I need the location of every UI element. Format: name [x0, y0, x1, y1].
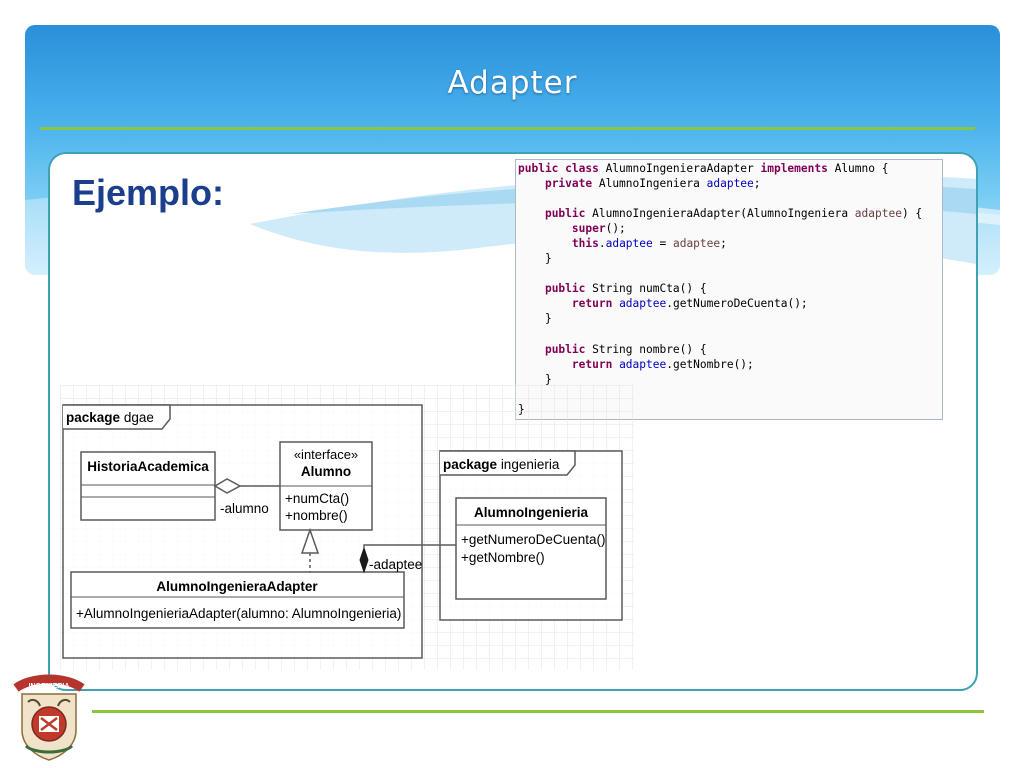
method-label: +getNumeroDeCuenta() — [461, 532, 605, 547]
method-label: +numCta() — [285, 491, 349, 506]
slide-heading: Ejemplo: — [72, 172, 225, 213]
code-line: } — [518, 312, 552, 326]
code-line: } — [518, 372, 552, 386]
title-underline — [40, 127, 975, 130]
code-token: adaptee — [706, 177, 754, 191]
composition-adaptee: -adaptee — [359, 544, 456, 574]
class-alumno-ingeniera-adapter: AlumnoIngenieraAdapter +AlumnoIngenieria… — [70, 571, 405, 629]
logo-text: INGENIERIA — [29, 683, 70, 690]
aggregation-alumno: -alumno — [213, 478, 280, 516]
code-line: public AlumnoIngenieraAdapter(AlumnoInge… — [544, 207, 923, 221]
svg-text:package dgae: package dgae — [66, 410, 154, 425]
code-token: public — [544, 342, 586, 356]
code-token: adaptee — [854, 207, 902, 221]
code-token: public — [544, 282, 586, 296]
role-label: -adaptee — [369, 557, 422, 572]
code-token: return — [571, 297, 613, 311]
code-token: adaptee — [619, 297, 667, 311]
code-line: this.adaptee = adaptee; — [571, 237, 727, 251]
slide-title: Adapter — [447, 65, 578, 101]
code-line — [518, 266, 942, 281]
code-token: public class — [518, 162, 599, 175]
code-token: super — [571, 222, 606, 236]
code-token: this — [571, 237, 599, 251]
role-label: -alumno — [220, 501, 269, 516]
code-listing: public class AlumnoIngenieraAdapter impl… — [515, 159, 943, 420]
code-line: private AlumnoIngeniera adaptee; — [544, 177, 761, 191]
realization-arrow — [300, 527, 320, 572]
class-alumno-ingenieria: AlumnoIngenieria +getNumeroDeCuenta() +g… — [455, 497, 607, 600]
code-line: return adaptee.getNombre(); — [571, 357, 754, 371]
footer-line — [92, 710, 984, 713]
class-historia-academica: HistoriaAcademica — [80, 451, 216, 521]
package-name: dgae — [124, 410, 154, 425]
code-token: private — [544, 177, 593, 191]
code-line: public String nombre() { — [544, 342, 707, 356]
code-line: public class AlumnoIngenieraAdapter impl… — [518, 162, 889, 175]
package-name: ingenieria — [501, 457, 560, 472]
code-token: return — [571, 357, 613, 371]
interface-alumno: «interface» Alumno +numCta() +nombre() — [279, 441, 373, 531]
code-token: adaptee — [672, 237, 721, 251]
class-name: Alumno — [301, 464, 351, 479]
class-name: AlumnoIngenieraAdapter — [156, 579, 318, 594]
code-line — [518, 191, 942, 206]
interface-stereotype: «interface» — [294, 447, 358, 462]
uml-class-diagram: package dgae package ingenieria Historia… — [60, 385, 634, 670]
code-line: return adaptee.getNumeroDeCuenta(); — [571, 297, 808, 311]
svg-text:package ingenieria: package ingenieria — [443, 457, 560, 472]
method-label: +AlumnoIngenieriaAdapter(alumno: AlumnoI… — [76, 606, 401, 621]
class-name: AlumnoIngenieria — [474, 505, 589, 520]
code-line: public String numCta() { — [544, 282, 707, 296]
method-label: +getNombre() — [461, 550, 545, 565]
code-token: implements — [760, 162, 828, 175]
ingenieria-logo: INGENIERIA — [13, 674, 85, 761]
code-token: adaptee — [619, 357, 667, 371]
code-token: adaptee — [605, 237, 653, 251]
method-label: +nombre() — [285, 508, 348, 523]
package-keyword: package — [66, 410, 121, 425]
class-name: HistoriaAcademica — [87, 459, 209, 474]
code-token: public — [544, 207, 586, 221]
code-line — [518, 327, 942, 342]
code-line: super(); — [571, 222, 626, 236]
code-line: } — [518, 252, 552, 266]
package-keyword: package — [443, 457, 498, 472]
